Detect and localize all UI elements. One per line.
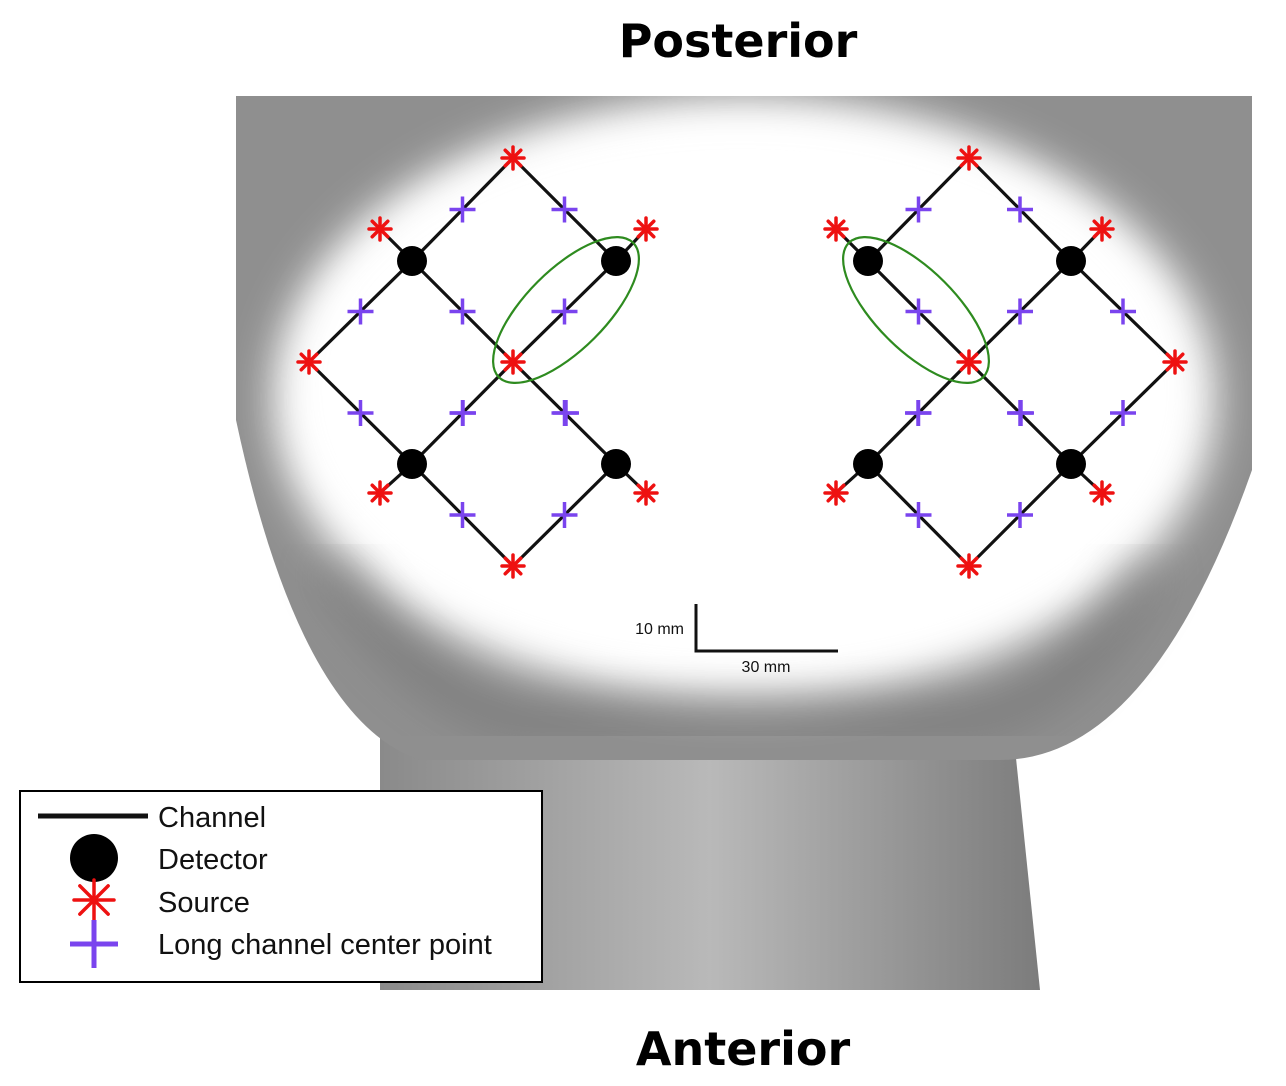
center-cross-icon xyxy=(449,196,476,223)
source-asterisk-icon xyxy=(296,349,322,375)
source-asterisk-icon xyxy=(633,216,659,242)
head-photo xyxy=(236,96,1252,990)
scale-bar-lines xyxy=(694,604,838,653)
source-asterisk-icon xyxy=(633,480,659,506)
orientation-label-posterior: Posterior xyxy=(618,14,858,68)
source-asterisk-icon xyxy=(72,878,116,922)
source-asterisk-icon xyxy=(72,878,116,922)
center-cross-icon xyxy=(1110,400,1136,426)
legend-label-channel: Channel xyxy=(158,802,266,834)
detector-dot-icon xyxy=(397,449,427,479)
detector-dot-icon xyxy=(397,246,427,276)
scalp-highlight-core xyxy=(300,120,1180,660)
source-asterisk-icon xyxy=(1162,349,1188,375)
center-cross-icon xyxy=(551,298,578,325)
center-cross-icon xyxy=(1008,400,1034,426)
legend-label-source: Source xyxy=(158,887,250,919)
legend-label-detector: Detector xyxy=(158,844,268,876)
center-cross-icon xyxy=(905,298,932,325)
neck-region xyxy=(380,700,1040,990)
optode-array-right xyxy=(823,145,1188,579)
center-cross-icon xyxy=(449,298,476,325)
center-cross-icon xyxy=(1007,196,1033,223)
source-asterisk-icon xyxy=(823,216,849,242)
center-cross-icon xyxy=(70,920,118,968)
detector-dot-icon xyxy=(601,449,631,479)
center-cross-icon xyxy=(347,298,374,325)
jaw-shadow xyxy=(314,550,1167,738)
optode-array-left xyxy=(296,145,659,579)
detector-dot-icon xyxy=(70,834,118,882)
detector-dot-icon xyxy=(1056,246,1086,276)
center-cross-icon xyxy=(1007,298,1033,325)
center-cross-icon xyxy=(551,196,578,223)
legend-label-center-point: Long channel center point xyxy=(158,929,492,961)
center-cross-icon xyxy=(905,502,932,528)
center-cross-icon xyxy=(905,400,931,426)
scale-bar-vertical-label: 10 mm xyxy=(635,621,684,638)
center-cross-icon xyxy=(449,502,476,528)
highlighted-channel-ellipse xyxy=(492,236,640,384)
center-cross-icon xyxy=(553,400,579,426)
scale-bar-horizontal-label: 30 mm xyxy=(742,659,791,676)
detector-dot-icon xyxy=(1056,449,1086,479)
detector-dot-icon xyxy=(601,246,631,276)
source-asterisk-icon xyxy=(1089,216,1115,242)
center-cross-icon xyxy=(1110,298,1136,325)
center-cross-icon xyxy=(1007,502,1033,528)
source-asterisk-icon xyxy=(500,145,526,171)
center-cross-icon xyxy=(551,502,578,528)
detector-dot-icon xyxy=(853,246,883,276)
source-asterisk-icon xyxy=(367,216,393,242)
source-asterisk-icon xyxy=(956,145,982,171)
center-cross-icon xyxy=(70,920,118,968)
source-asterisk-icon xyxy=(500,349,526,375)
source-asterisk-icon xyxy=(500,553,526,579)
source-asterisk-icon xyxy=(956,553,982,579)
orientation-label-anterior: Anterior xyxy=(635,1022,851,1076)
optode-arrays xyxy=(296,145,1188,579)
source-asterisk-icon xyxy=(823,480,849,506)
source-asterisk-icon xyxy=(1089,480,1115,506)
source-asterisk-icon xyxy=(956,349,982,375)
center-cross-icon xyxy=(450,400,476,426)
legend: Channel Detector Source Long channel cen… xyxy=(19,790,543,983)
center-cross-icon xyxy=(905,196,932,223)
highlighted-channel-ellipse xyxy=(842,236,990,384)
center-cross-icon xyxy=(347,400,374,426)
scale-bar: 10 mm 30 mm xyxy=(635,604,838,676)
detector-dot-icon xyxy=(853,449,883,479)
source-asterisk-icon xyxy=(367,480,393,506)
